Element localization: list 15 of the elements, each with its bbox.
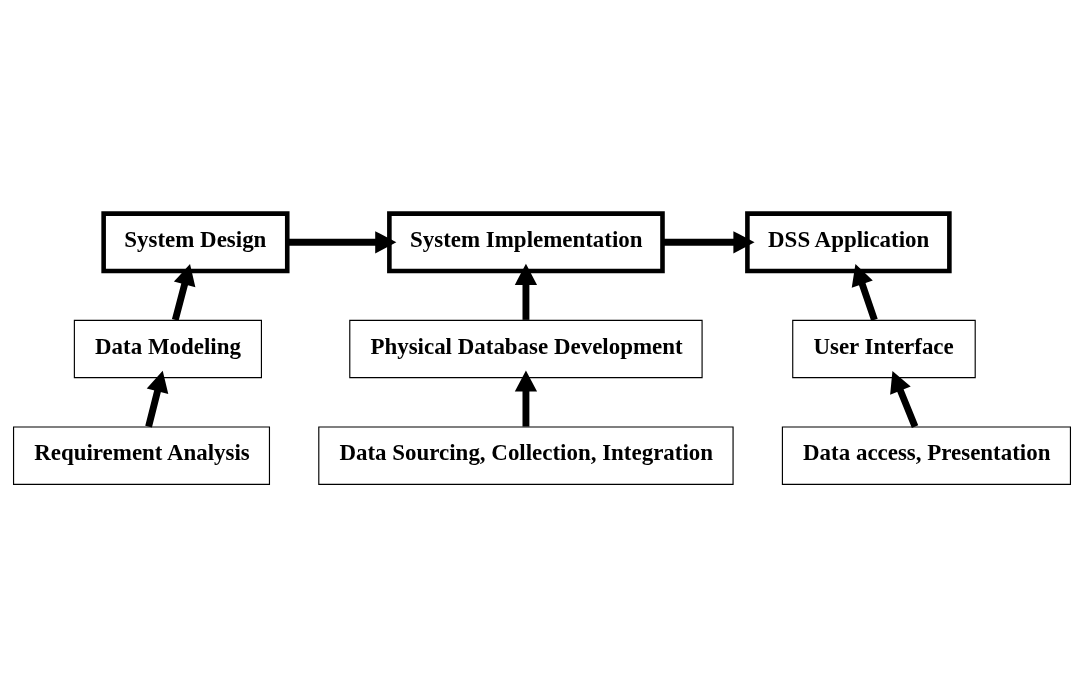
node-box: System Implementation	[387, 211, 665, 274]
node-box: System Design	[101, 211, 290, 274]
node-box: Data Sourcing, Collection, Integration	[318, 426, 734, 485]
node-box: Physical Database Development	[349, 319, 703, 379]
node-box: Requirement Analysis	[13, 426, 271, 485]
arrow	[851, 264, 878, 321]
arrow	[662, 231, 755, 254]
node-box: DSS Application	[745, 211, 952, 274]
arrow	[171, 263, 196, 321]
arrow	[890, 370, 919, 428]
arrow	[145, 370, 169, 428]
node-box: Data Modeling	[73, 319, 262, 379]
node-box: User Interface	[792, 319, 976, 379]
arrow	[287, 231, 397, 254]
node-box: Data access, Presentation	[781, 426, 1071, 485]
